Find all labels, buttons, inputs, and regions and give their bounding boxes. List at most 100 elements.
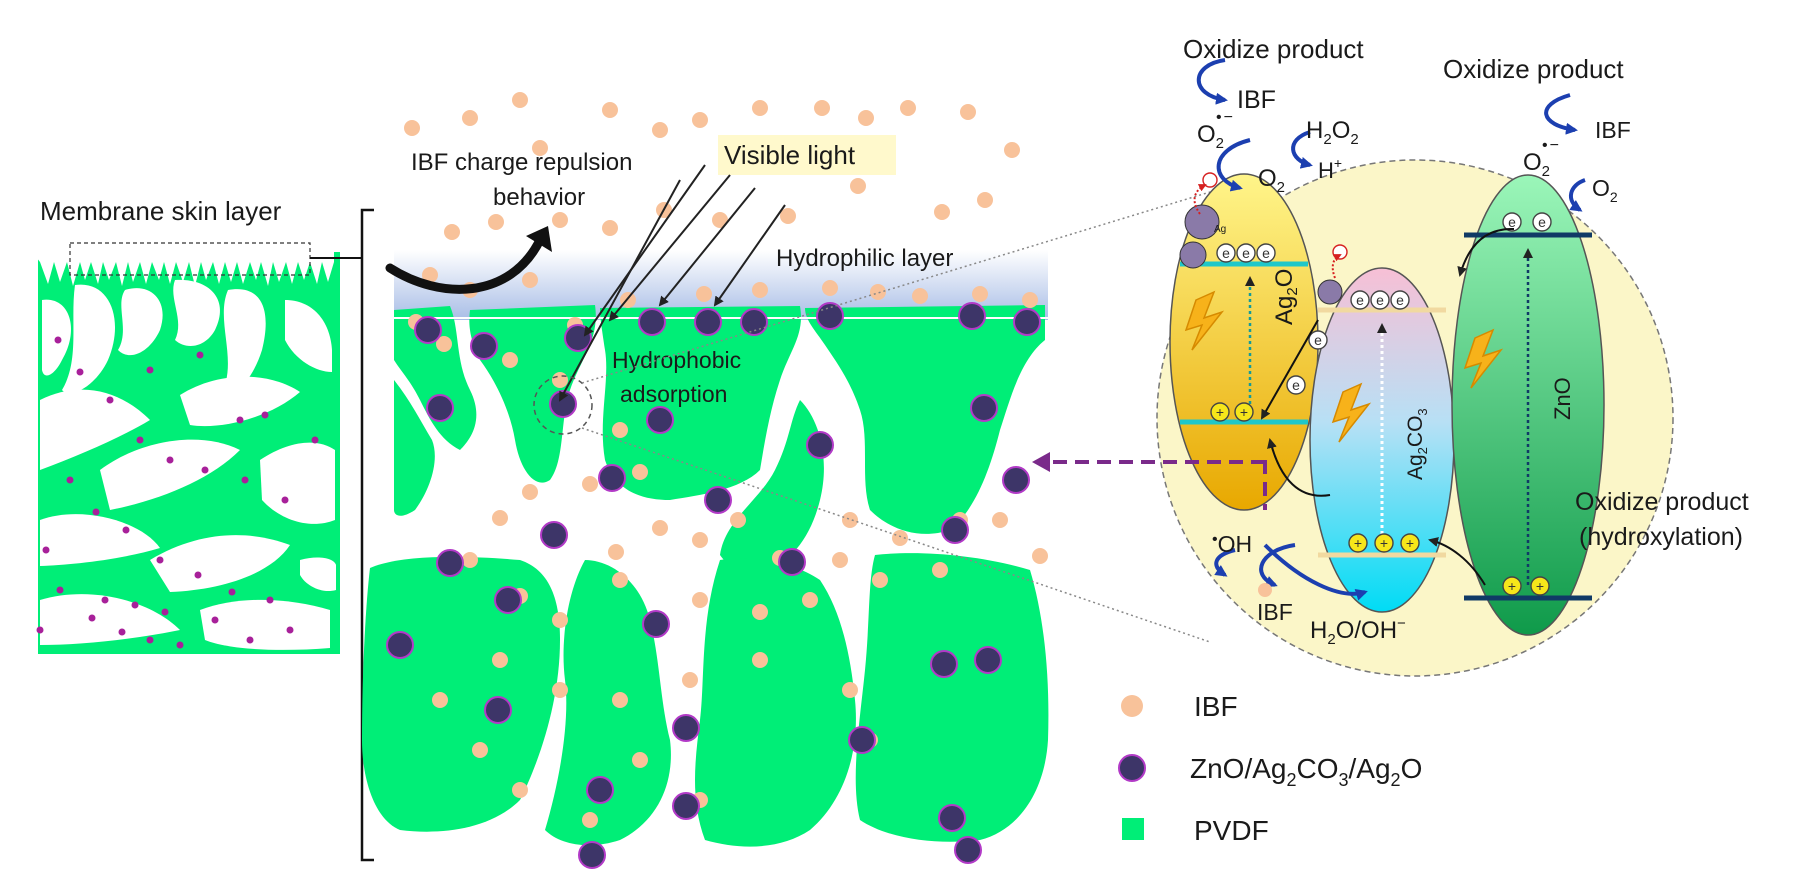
svg-text:+: + bbox=[1380, 535, 1388, 551]
svg-text:e: e bbox=[1538, 214, 1546, 230]
svg-text:+: + bbox=[1536, 578, 1544, 594]
hydrophobic-label-1: Hydrophobic bbox=[612, 347, 741, 373]
ibf-dot bbox=[652, 122, 668, 138]
legend-ibf-label: IBF bbox=[1194, 691, 1238, 722]
photocatalyst-particle bbox=[941, 516, 969, 544]
membrane-skin-label: Membrane skin layer bbox=[40, 196, 282, 226]
photocatalyst-particle bbox=[938, 804, 966, 832]
photocatalyst-particle bbox=[386, 631, 414, 659]
light-rays bbox=[559, 164, 786, 402]
ibf-dot bbox=[842, 682, 858, 698]
ibf-dot bbox=[977, 192, 993, 208]
photocatalyst-particle bbox=[816, 302, 844, 330]
ag2o-label: Ag2O bbox=[1271, 269, 1301, 325]
svg-text:e: e bbox=[1314, 332, 1322, 348]
ibf-dot bbox=[892, 530, 908, 546]
ibf-dot bbox=[900, 100, 916, 116]
ibf-dot bbox=[712, 212, 728, 228]
charge-repulsion-label-2: behavior bbox=[493, 184, 585, 211]
photocatalyst-particle bbox=[484, 696, 512, 724]
ibf-dot bbox=[730, 512, 746, 528]
zoom-focus-circle bbox=[533, 375, 593, 435]
ag2co3-particle bbox=[1309, 267, 1455, 613]
electron-transfer-arrows bbox=[1261, 227, 1515, 586]
ibf-dot bbox=[422, 267, 438, 283]
photocatalyst-particle bbox=[414, 316, 442, 344]
legend-pvdf-swatch bbox=[1122, 818, 1144, 840]
ibf-dot bbox=[432, 692, 448, 708]
ibf-dot bbox=[752, 604, 768, 620]
ag-nanoparticle bbox=[1184, 204, 1220, 240]
ibf-dot bbox=[696, 286, 712, 302]
photocatalyst-particle bbox=[694, 308, 722, 336]
ibf-dot bbox=[462, 552, 478, 568]
hydroxyl-radical-label: •OH bbox=[1212, 531, 1252, 557]
ibf-dot-small bbox=[1258, 583, 1272, 597]
svg-text:+: + bbox=[1406, 535, 1414, 551]
zno-ag2co3-ag2o-particles bbox=[386, 302, 1041, 869]
svg-text:+: + bbox=[1354, 535, 1362, 551]
photocatalyst-particle bbox=[540, 521, 568, 549]
svg-text:e: e bbox=[1396, 292, 1404, 308]
electron-icon bbox=[1332, 244, 1348, 260]
electron-icon: e bbox=[1236, 243, 1256, 263]
ibf-dot bbox=[608, 544, 624, 560]
h2o2-label: H2O2 bbox=[1306, 117, 1359, 148]
ibf-dot bbox=[850, 178, 866, 194]
charge-repulsion-label-1: IBF charge repulsion bbox=[411, 149, 632, 176]
ibf-dot bbox=[692, 592, 708, 608]
photocatalyst-particle bbox=[1013, 308, 1041, 336]
oxidize-product-label-3: Oxidize product bbox=[1575, 488, 1749, 516]
ibf-dot bbox=[992, 512, 1008, 528]
svg-text:e: e bbox=[1242, 245, 1250, 261]
photocatalyst-particle bbox=[638, 308, 666, 336]
zoomed-membrane bbox=[362, 250, 1049, 847]
photocatalyst-particle bbox=[704, 486, 732, 514]
ibf-dot bbox=[512, 782, 528, 798]
ibf-dot bbox=[472, 742, 488, 758]
ibf-dot bbox=[832, 552, 848, 568]
ibf-dot bbox=[692, 532, 708, 548]
zno-label: ZnO bbox=[1550, 377, 1575, 420]
ibf-dot bbox=[1004, 142, 1020, 158]
ibf-dot bbox=[492, 652, 508, 668]
svg-text:e: e bbox=[1262, 245, 1270, 261]
electron-icon: e bbox=[1390, 290, 1410, 310]
ag-nanoparticle-2 bbox=[1179, 241, 1207, 269]
electron-icon: e bbox=[1502, 212, 1522, 232]
ibf-dot bbox=[934, 204, 950, 220]
hole-icon: + bbox=[1502, 576, 1522, 596]
ibf-dot bbox=[780, 208, 796, 224]
legend-pvdf-label: PVDF bbox=[1194, 815, 1269, 846]
ibf-dot bbox=[582, 812, 598, 828]
ibf-dot bbox=[522, 484, 538, 500]
ibf-dot bbox=[842, 512, 858, 528]
ibf-dot bbox=[522, 272, 538, 288]
ibf-dot bbox=[436, 336, 452, 352]
lightning-icon bbox=[1463, 328, 1504, 389]
ibf-dot bbox=[552, 682, 568, 698]
ibf-dot bbox=[602, 102, 618, 118]
ibf-dot bbox=[488, 214, 504, 230]
hole-icon: + bbox=[1530, 576, 1550, 596]
ibf-dot bbox=[872, 572, 888, 588]
electron-icon: e bbox=[1216, 243, 1236, 263]
lightning-icons bbox=[1184, 290, 1504, 443]
electron-icon bbox=[1202, 172, 1218, 188]
ibf-dot bbox=[552, 372, 568, 388]
ibf-dot bbox=[802, 592, 818, 608]
ibf-dot bbox=[532, 140, 548, 156]
svg-text:+: + bbox=[1216, 404, 1224, 420]
ag-small-label: Ag bbox=[1214, 224, 1226, 235]
ibf-dot bbox=[752, 282, 768, 298]
lightning-icon bbox=[1331, 382, 1372, 443]
ibf-dot bbox=[632, 464, 648, 480]
photocatalyst-particle bbox=[672, 792, 700, 820]
svg-text:e: e bbox=[1508, 214, 1516, 230]
svg-text:+: + bbox=[1508, 578, 1516, 594]
ibf-dot bbox=[682, 672, 698, 688]
purple-dashed-arrow bbox=[1048, 460, 1267, 510]
ibf-dot bbox=[960, 104, 976, 120]
legend: IBF ZnO/Ag2CO3/Ag2O PVDF bbox=[1118, 691, 1422, 846]
